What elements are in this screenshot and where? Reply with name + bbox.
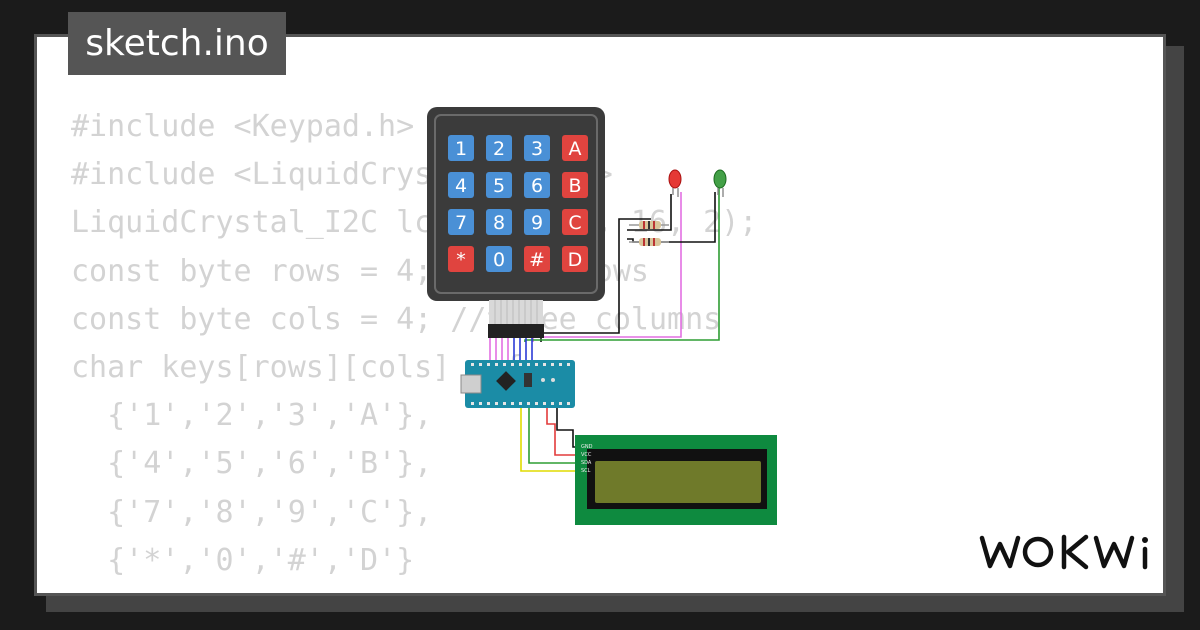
keypad-key[interactable]: 5 bbox=[486, 172, 512, 198]
keypad-key[interactable]: 6 bbox=[524, 172, 550, 198]
keypad-key-label: 6 bbox=[531, 175, 543, 197]
keypad-key-label: # bbox=[529, 249, 545, 271]
keypad-key-label: 7 bbox=[455, 212, 467, 234]
lcd-pin-labels: GND VCC SDA SCL bbox=[581, 444, 593, 474]
keypad-key[interactable]: 4 bbox=[448, 172, 474, 198]
keypad-keys: 1 2 3 A 4 5 6 B 7 8 9 C * 0 # D bbox=[448, 135, 588, 272]
keypad-key[interactable]: # bbox=[524, 246, 550, 272]
keypad-key-label: * bbox=[456, 249, 466, 271]
keypad-key-label: D bbox=[568, 249, 583, 271]
pin-gnd: GND bbox=[581, 444, 593, 450]
red-led[interactable] bbox=[668, 169, 682, 197]
lcd-screen bbox=[595, 461, 761, 503]
file-tab[interactable]: sketch.ino bbox=[68, 12, 286, 75]
wire-green-led bbox=[524, 170, 720, 342]
code-listing: #include <Keypad.h>#include <LiquidCryst… bbox=[71, 103, 757, 593]
arduino-nano-board[interactable] bbox=[460, 360, 575, 408]
keypad-key[interactable]: 9 bbox=[524, 209, 550, 235]
keypad-key-label: C bbox=[568, 212, 581, 234]
membrane-keypad[interactable]: 1 2 3 A 4 5 6 B 7 8 9 C * 0 # D bbox=[427, 107, 605, 338]
code-line: #include <Keypad.h> bbox=[71, 109, 415, 144]
keypad-border bbox=[434, 114, 598, 294]
keypad-key-label: 1 bbox=[455, 138, 467, 160]
keypad-key[interactable]: C bbox=[562, 209, 588, 235]
pin-vcc: VCC bbox=[581, 452, 592, 458]
chip-small bbox=[524, 373, 532, 387]
lcd-display[interactable]: GND VCC SDA SCL bbox=[575, 435, 777, 525]
keypad-key-label: B bbox=[568, 175, 581, 197]
wire-yellow-scl bbox=[520, 408, 579, 472]
resistor-bottom[interactable] bbox=[629, 238, 669, 246]
circuit-diagram: 1 2 3 A 4 5 6 B 7 8 9 C * 0 # D bbox=[427, 107, 777, 525]
wire-green-sda bbox=[528, 408, 579, 464]
keypad-ribbon-wires bbox=[489, 337, 533, 363]
keypad-key-label: 8 bbox=[493, 212, 505, 234]
keypad-key-label: 2 bbox=[493, 138, 505, 160]
code-line: {'7','8','9','C'}, bbox=[71, 494, 433, 530]
wire-red-vcc bbox=[546, 408, 579, 456]
keypad-key-label: A bbox=[569, 138, 582, 160]
resistor-top[interactable] bbox=[629, 221, 669, 229]
code-line: }; bbox=[71, 585, 757, 593]
keypad-key[interactable]: B bbox=[562, 172, 588, 198]
keypad-key[interactable]: D bbox=[562, 246, 588, 272]
keypad-key[interactable]: 1 bbox=[448, 135, 474, 161]
keypad-key-label: 9 bbox=[531, 212, 543, 234]
code-line: char keys[rows][cols] = { bbox=[71, 349, 523, 385]
mcu-chip bbox=[496, 371, 516, 391]
pin-sda: SDA bbox=[581, 460, 592, 466]
wire-green-led-cathode bbox=[653, 192, 716, 243]
keypad-key[interactable]: 7 bbox=[448, 209, 474, 235]
usb-connector bbox=[460, 374, 482, 394]
board-pins bbox=[471, 363, 570, 405]
keypad-key-label: 5 bbox=[493, 175, 505, 197]
keypad-key[interactable]: 8 bbox=[486, 209, 512, 235]
preview-card: #include <Keypad.h>#include <LiquidCryst… bbox=[34, 34, 1166, 596]
keypad-key-label: 4 bbox=[455, 175, 467, 197]
keypad-key[interactable]: 2 bbox=[486, 135, 512, 161]
pin-scl: SCL bbox=[581, 468, 591, 474]
keypad-connector bbox=[488, 324, 544, 338]
code-line: {'4','5','6','B'}, bbox=[71, 446, 433, 482]
code-line: const byte cols = 4; //three columns bbox=[71, 301, 722, 337]
green-led[interactable] bbox=[713, 169, 727, 197]
keypad-key[interactable]: A bbox=[562, 135, 588, 161]
keypad-key[interactable]: 0 bbox=[486, 246, 512, 272]
keypad-key-label: 3 bbox=[531, 138, 543, 160]
keypad-key[interactable]: * bbox=[448, 246, 474, 272]
keypad-key[interactable]: 3 bbox=[524, 135, 550, 161]
wire-red-led-cathode bbox=[627, 194, 672, 231]
code-line: {'*','0','#','D'} bbox=[71, 542, 415, 578]
code-line: {'1','2','3','A'}, bbox=[71, 398, 433, 434]
keypad-key-label: 0 bbox=[493, 249, 505, 271]
wokwi-logo bbox=[979, 534, 1148, 570]
